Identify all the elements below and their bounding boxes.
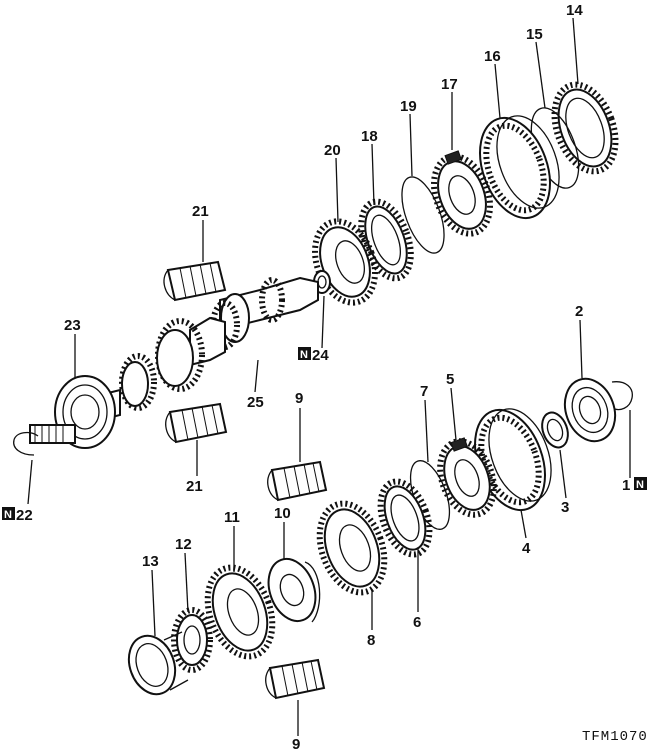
new-part-badge (298, 347, 311, 360)
callout-6: 6 (413, 614, 421, 631)
part-10-thrust-washer (267, 558, 321, 623)
part-22-snap-ring (13, 431, 39, 456)
callout-5: 5 (446, 371, 454, 388)
leader-lines (27, 17, 631, 736)
callout-18: 18 (361, 128, 378, 145)
callout-2: 2 (575, 303, 583, 320)
badge-letter: N (4, 509, 12, 521)
part-1-snap-ring (611, 381, 633, 411)
callout-22-group: N 22 (2, 507, 33, 524)
callout-12: 12 (175, 536, 192, 553)
callout-15: 15 (526, 26, 543, 43)
callout-7: 7 (420, 383, 428, 400)
part-17-synchronizer-hub (430, 150, 494, 237)
callout-9-lower: 9 (292, 736, 300, 751)
part-9-needle-bearing-lower (265, 658, 326, 700)
part-6-synchronizer-ring (377, 478, 433, 558)
part-13-bushing (127, 631, 189, 696)
part-11-gear (204, 564, 276, 660)
callout-20: 20 (324, 142, 341, 159)
part-9-needle-bearing-upper (267, 460, 328, 502)
callout-10: 10 (274, 505, 291, 522)
callout-25: 25 (247, 394, 264, 411)
part-8-gear (316, 500, 388, 596)
part-23-bearing (29, 375, 116, 449)
callout-labels: 14 15 16 17 19 18 20 21 23 25 21 2 5 7 9… (64, 2, 583, 751)
new-part-badge (2, 507, 15, 520)
callout-14: 14 (566, 2, 583, 19)
new-part-badge (634, 477, 647, 490)
callout-21-upper: 21 (192, 203, 209, 220)
callout-1: 1 (622, 477, 630, 494)
part-5-synchronizer-hub (437, 437, 497, 518)
callout-13: 13 (142, 553, 159, 570)
callout-11: 11 (224, 509, 240, 526)
part-19-snap-ring (401, 176, 445, 254)
part-25-main-shaft (99, 276, 319, 422)
badge-letter: N (636, 479, 644, 491)
callout-16: 16 (484, 48, 501, 65)
part-21-needle-bearing-lower (165, 402, 228, 444)
callout-24-group: N 24 (298, 347, 329, 364)
callout-21-lower: 21 (186, 478, 203, 495)
callout-1-group: 1 N (622, 477, 647, 494)
part-21-needle-bearing-upper (163, 260, 227, 302)
callout-17: 17 (441, 76, 458, 93)
part-3-collar (541, 411, 569, 449)
part-14-synchronizer-ring (551, 81, 619, 175)
part-2-bearing (563, 377, 617, 443)
callout-19: 19 (400, 98, 417, 115)
callout-9-upper: 9 (295, 390, 303, 407)
badge-letter: N (300, 349, 308, 361)
drawing-code: TFM1070 (582, 729, 648, 745)
callout-4: 4 (522, 540, 531, 557)
callout-24: 24 (312, 347, 329, 364)
callout-3: 3 (561, 499, 569, 516)
callout-8: 8 (367, 632, 375, 649)
callout-22: 22 (16, 507, 33, 524)
part-12-gear-hub (171, 607, 213, 673)
callout-23: 23 (64, 317, 81, 334)
